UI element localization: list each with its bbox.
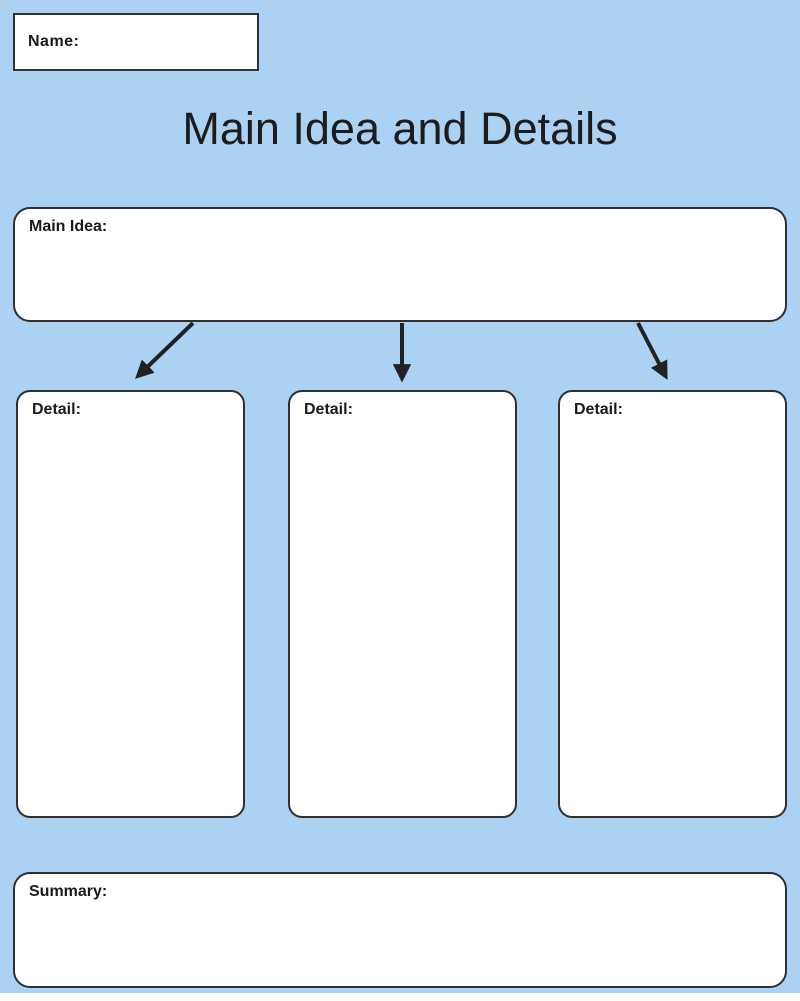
detail-2-label: Detail:	[304, 401, 353, 418]
detail-2-write-area[interactable]	[304, 424, 501, 808]
main-idea-label: Main Idea:	[29, 218, 108, 235]
detail-3-write-area[interactable]	[574, 424, 771, 808]
detail-1-label: Detail:	[32, 401, 81, 418]
summary-box[interactable]: Summary:	[13, 872, 787, 988]
name-label: Name:	[28, 33, 80, 50]
detail-1-write-area[interactable]	[32, 424, 229, 808]
arrow-down-left-icon	[135, 322, 195, 379]
page-bottom-edge	[0, 993, 800, 1001]
summary-label: Summary:	[29, 883, 108, 900]
main-idea-to-details-arrows	[135, 322, 668, 383]
detail-3-label: Detail:	[574, 401, 623, 418]
main-idea-write-area[interactable]	[29, 241, 771, 312]
name-box[interactable]: Name:	[13, 13, 259, 71]
detail-box-3[interactable]: Detail:	[558, 390, 787, 818]
main-idea-box[interactable]: Main Idea:	[13, 207, 787, 322]
arrow-down-right-icon	[636, 322, 668, 380]
summary-write-area[interactable]	[29, 906, 771, 978]
detail-box-1[interactable]: Detail:	[16, 390, 245, 818]
page-title: Main Idea and Details	[182, 103, 618, 154]
detail-box-2[interactable]: Detail:	[288, 390, 517, 818]
